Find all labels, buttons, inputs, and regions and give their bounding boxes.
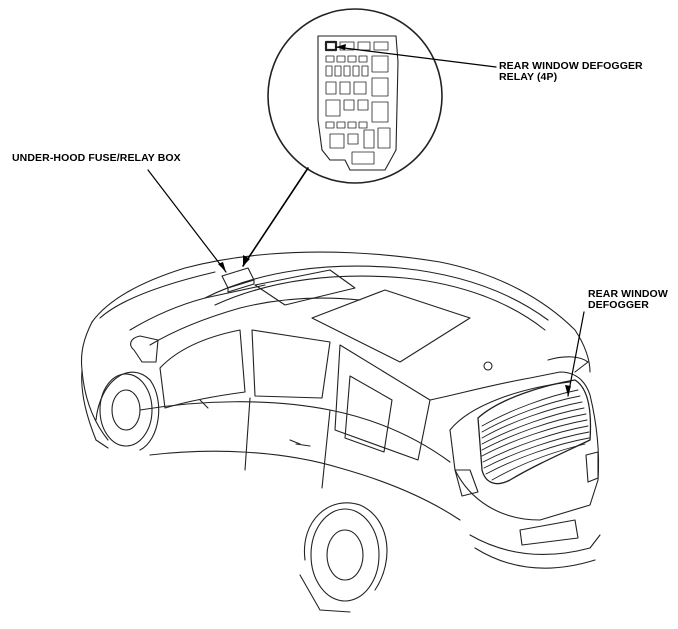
fuse-box-leader-line xyxy=(147,169,227,273)
fuse-box-arrowhead xyxy=(218,262,226,272)
defogger-arrowhead xyxy=(565,385,571,396)
rear-window-defogger xyxy=(477,379,592,485)
relay-highlight xyxy=(324,40,338,52)
relay-arrowhead xyxy=(336,44,346,50)
connector-arrowhead xyxy=(243,255,250,266)
car-outline xyxy=(80,251,601,569)
fuse-box-marker xyxy=(221,267,255,293)
defogger-label-line1: REAR WINDOW xyxy=(588,288,668,300)
defogger-leader-line xyxy=(567,311,585,397)
inset-magnifier xyxy=(267,8,443,184)
relay-leader-line xyxy=(335,46,497,68)
front-wheel xyxy=(95,371,160,451)
relay-label-line2: RELAY (4P) xyxy=(499,71,558,83)
magnifier-connector-line xyxy=(242,167,309,267)
defogger-label-line2: DEFOGGER xyxy=(588,299,649,311)
leader-lines xyxy=(147,46,585,397)
fuse-box-label: UNDER-HOOD FUSE/RELAY BOX xyxy=(12,152,181,164)
relay-label-line1: REAR WINDOW DEFOGGER xyxy=(499,60,643,72)
rear-wheel xyxy=(299,502,388,613)
